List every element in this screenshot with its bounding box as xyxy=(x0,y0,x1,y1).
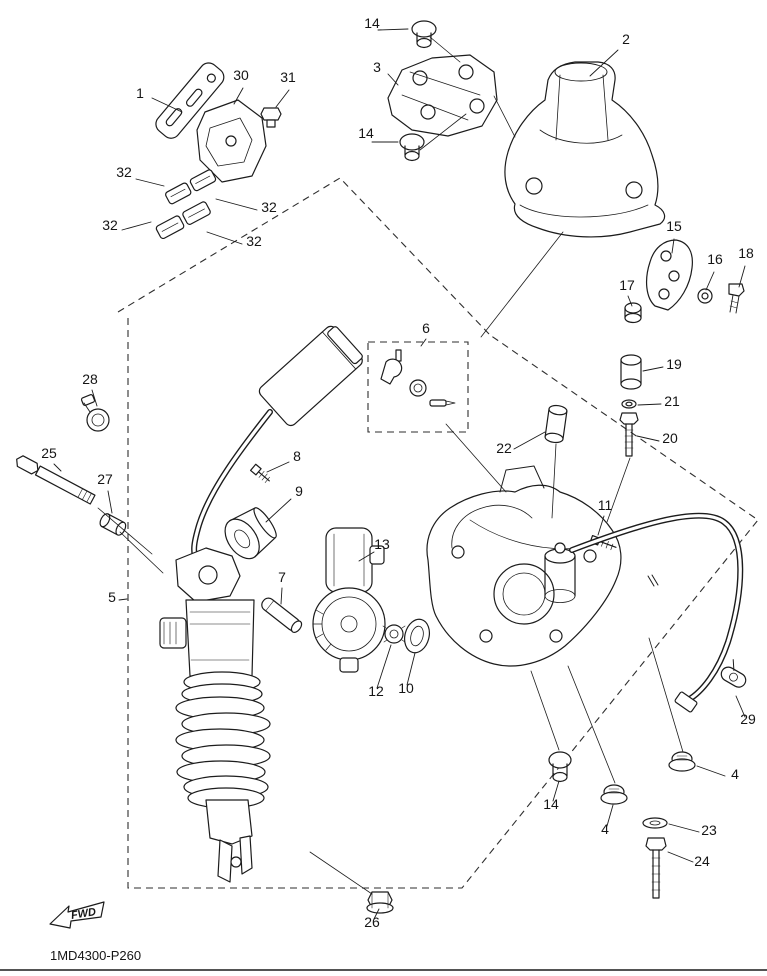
drawing-number: 1MD4300-P260 xyxy=(50,948,141,963)
part-28-clamp xyxy=(80,394,110,432)
part-18-bolt xyxy=(728,283,745,314)
part-4-bolt-a xyxy=(600,784,628,805)
callout-labels: 14 2 3 1 30 31 14 32 32 32 32 15 16 18 1… xyxy=(41,15,756,930)
part-13-motor xyxy=(312,527,386,673)
part-23-washer xyxy=(642,817,668,829)
callout-14-top: 14 xyxy=(364,15,380,31)
assembly-group-outline xyxy=(117,177,759,889)
callout-7: 7 xyxy=(278,569,286,585)
callout-11: 11 xyxy=(598,497,613,513)
part-1-bracket xyxy=(155,62,225,139)
callout-26: 26 xyxy=(364,914,380,930)
callout-10: 10 xyxy=(398,680,414,696)
part-subframe-bracket xyxy=(426,465,622,667)
part-31-bolt xyxy=(260,107,282,128)
fwd-label: FWD xyxy=(70,906,97,922)
group-6-outline xyxy=(367,341,469,433)
callout-32-b: 32 xyxy=(261,199,277,215)
part-22-collar xyxy=(544,404,568,444)
part-15-bracket xyxy=(645,239,693,311)
callout-30: 30 xyxy=(233,67,249,83)
part-8-screw xyxy=(249,463,270,483)
part-19-collar xyxy=(620,354,642,390)
part-9-cap xyxy=(224,507,277,560)
callout-16: 16 xyxy=(707,251,723,267)
part-20-bolt xyxy=(619,412,639,457)
part-hose-reservoir xyxy=(191,409,273,565)
part-10-ring xyxy=(404,618,430,654)
part-14-damper-top xyxy=(411,20,437,49)
callout-17: 17 xyxy=(619,277,635,293)
callout-32-d: 32 xyxy=(246,233,262,249)
assembly-lines xyxy=(97,36,684,895)
callout-29: 29 xyxy=(740,711,756,727)
part-32-clamps xyxy=(155,169,217,240)
part-4-bolt-b xyxy=(668,751,696,772)
part-7-pin xyxy=(261,597,303,633)
callout-6: 6 xyxy=(422,320,430,336)
callout-3: 3 xyxy=(373,59,381,75)
callout-1: 1 xyxy=(136,85,144,101)
part-3-bracket xyxy=(387,54,498,137)
callout-24: 24 xyxy=(694,853,710,869)
part-reservoir xyxy=(258,325,363,427)
callout-22: 22 xyxy=(496,440,512,456)
part-6-clamp-assembly xyxy=(380,349,456,407)
callout-4-right: 4 xyxy=(731,766,739,782)
callout-27: 27 xyxy=(97,471,113,487)
part-17-collar xyxy=(624,302,642,324)
callout-32-a: 32 xyxy=(116,164,132,180)
callout-12: 12 xyxy=(368,683,384,699)
part-14-damper-bottom xyxy=(548,751,572,783)
callout-18: 18 xyxy=(738,245,754,261)
part-24-bolt xyxy=(645,837,667,899)
part-hose-right xyxy=(569,512,744,713)
part-21-washer xyxy=(621,399,637,409)
callout-25: 25 xyxy=(41,445,57,461)
callout-5: 5 xyxy=(108,589,116,605)
part-2-mount xyxy=(504,61,666,238)
callout-23: 23 xyxy=(701,822,717,838)
callout-14-bottom: 14 xyxy=(543,796,559,812)
callout-14-mid: 14 xyxy=(358,125,374,141)
callout-13: 13 xyxy=(374,536,390,552)
part-30-bracket xyxy=(196,99,267,183)
part-12-gear xyxy=(382,624,406,644)
callout-15: 15 xyxy=(666,218,682,234)
callout-31: 31 xyxy=(280,69,296,85)
callout-19: 19 xyxy=(666,356,682,372)
callout-32-c: 32 xyxy=(102,217,118,233)
part-29-clamp xyxy=(720,659,747,688)
callout-9: 9 xyxy=(295,483,303,499)
part-27-collar xyxy=(99,513,127,536)
callout-4-bottom: 4 xyxy=(601,821,609,837)
part-shock-absorber xyxy=(159,547,271,883)
part-14-damper-mid xyxy=(399,133,425,162)
callout-28: 28 xyxy=(82,371,98,387)
part-25-bolt xyxy=(16,455,96,505)
callout-2: 2 xyxy=(622,31,630,47)
callout-20: 20 xyxy=(662,430,678,446)
part-26-nut xyxy=(366,891,394,914)
part-16-grommet xyxy=(697,288,713,304)
callout-8: 8 xyxy=(293,448,301,464)
fwd-arrow xyxy=(49,901,105,929)
callout-21: 21 xyxy=(664,393,680,409)
leader-lines xyxy=(53,28,746,920)
